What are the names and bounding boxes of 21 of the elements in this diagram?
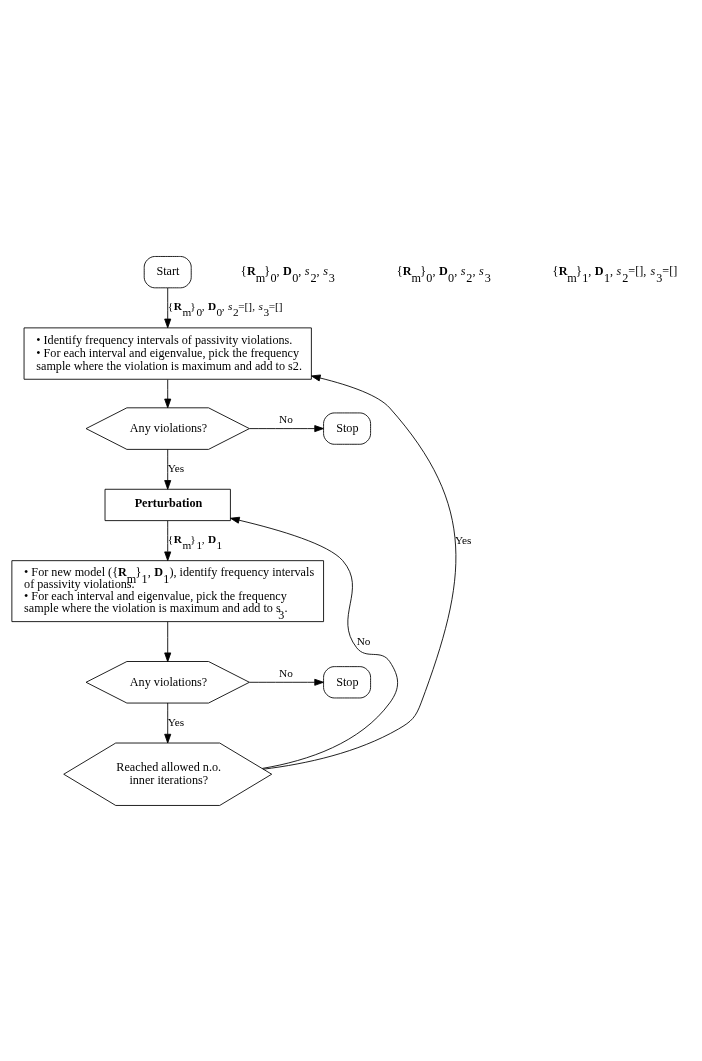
arrow: [164, 448, 172, 490]
edge-label: No: [356, 634, 371, 647]
arrow: [164, 519, 172, 561]
arrow: [164, 287, 172, 328]
edge-label: Yes: [167, 715, 185, 728]
node-box: Perturbation: [104, 488, 231, 521]
edge-label: Yes: [167, 461, 185, 474]
arrow: [249, 424, 324, 432]
edge-label: Yes: [455, 533, 472, 546]
node-box: • Identify frequency intervals of passivity violations. • For each interval and eigenvalue, pick the frequency sample where the violation is maximum and add to s2.: [23, 326, 312, 380]
arrow: [249, 678, 324, 686]
node-box: Start: [143, 255, 192, 288]
arrow: [262, 374, 457, 770]
edge-label: No: [279, 412, 293, 425]
arrow: [230, 516, 399, 769]
node-box: Stop: [323, 665, 372, 698]
arrow: [164, 378, 172, 408]
edge-label: No: [279, 666, 293, 679]
node-box: Stop: [323, 412, 372, 445]
arrow: [164, 702, 172, 743]
arrow: [164, 620, 172, 662]
